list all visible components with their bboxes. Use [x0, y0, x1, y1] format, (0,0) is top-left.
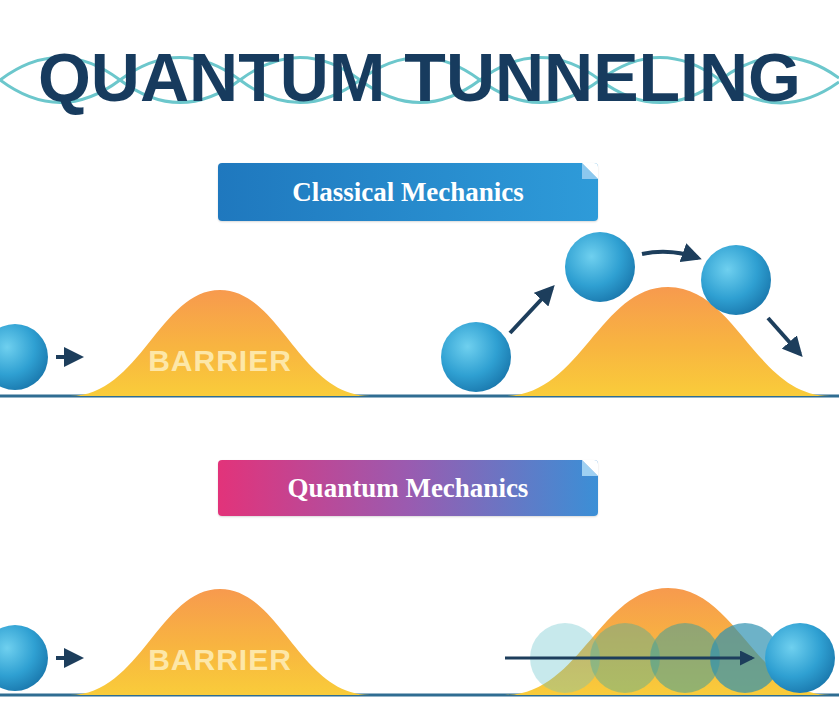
title: QUANTUM TUNNELING [0, 40, 839, 115]
barrier-shape [70, 290, 370, 396]
particle [0, 324, 48, 390]
badge-label: Quantum Mechanics [288, 475, 529, 502]
barrier-box: BARRIER [70, 589, 370, 695]
barrier-shape [505, 287, 830, 396]
particle [701, 245, 771, 315]
particle [0, 625, 48, 691]
motion-arrow [642, 252, 698, 258]
motion-arrow [56, 656, 80, 660]
section-badge: Classical Mechanics [218, 163, 598, 221]
motion-arrow [768, 318, 800, 354]
particle [565, 232, 635, 302]
barrier-box: BARRIER [70, 290, 370, 396]
barrier-outline [70, 290, 370, 396]
badge-label: Classical Mechanics [292, 179, 524, 206]
barrier-outline [70, 589, 370, 695]
motion-arrow [505, 657, 752, 660]
title-text: QUANTUM TUNNELING [38, 39, 801, 115]
motion-arrow [56, 355, 80, 359]
section-badge: Quantum Mechanics [218, 460, 598, 516]
barrier-label: BARRIER [148, 346, 292, 376]
particle [765, 623, 835, 693]
motion-arrow [510, 288, 552, 333]
particle [441, 322, 511, 392]
barrier-label: BARRIER [148, 645, 292, 675]
barrier-shape [70, 589, 370, 695]
